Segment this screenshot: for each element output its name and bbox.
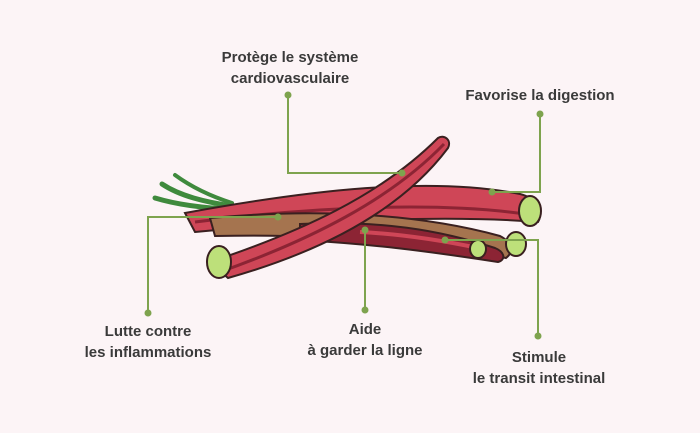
label-transit-line1: Stimule [511,349,567,366]
label-inflammation-line1: Lutte contre [104,323,192,340]
label-transit: Stimule le transit intestinal [448,347,630,389]
connector-transit [441,236,542,340]
rhubarb-leaves [152,173,235,212]
label-weight-line2: à garder la ligne [307,342,423,359]
label-weight: Aide à garder la ligne [285,319,445,361]
rhubarb-stalk-diagonal [206,135,450,280]
label-digestion-line1: Favorise la digestion [465,87,615,104]
connector-digestion [488,110,544,196]
label-cardio: Protège le système cardiovasculaire [195,47,385,89]
connector-weight [361,226,369,314]
label-inflammation: Lutte contre les inflammations [60,321,236,363]
connector-inflammation [144,213,282,317]
label-cardio-line2: cardiovasculaire [230,70,350,87]
label-transit-line2: le transit intestinal [472,370,606,387]
label-cardio-line1: Protège le système [221,49,359,66]
label-digestion: Favorise la digestion [440,85,640,106]
label-inflammation-line2: les inflammations [84,344,212,361]
connector-cardio [284,91,406,177]
label-weight-line1: Aide [348,321,382,338]
